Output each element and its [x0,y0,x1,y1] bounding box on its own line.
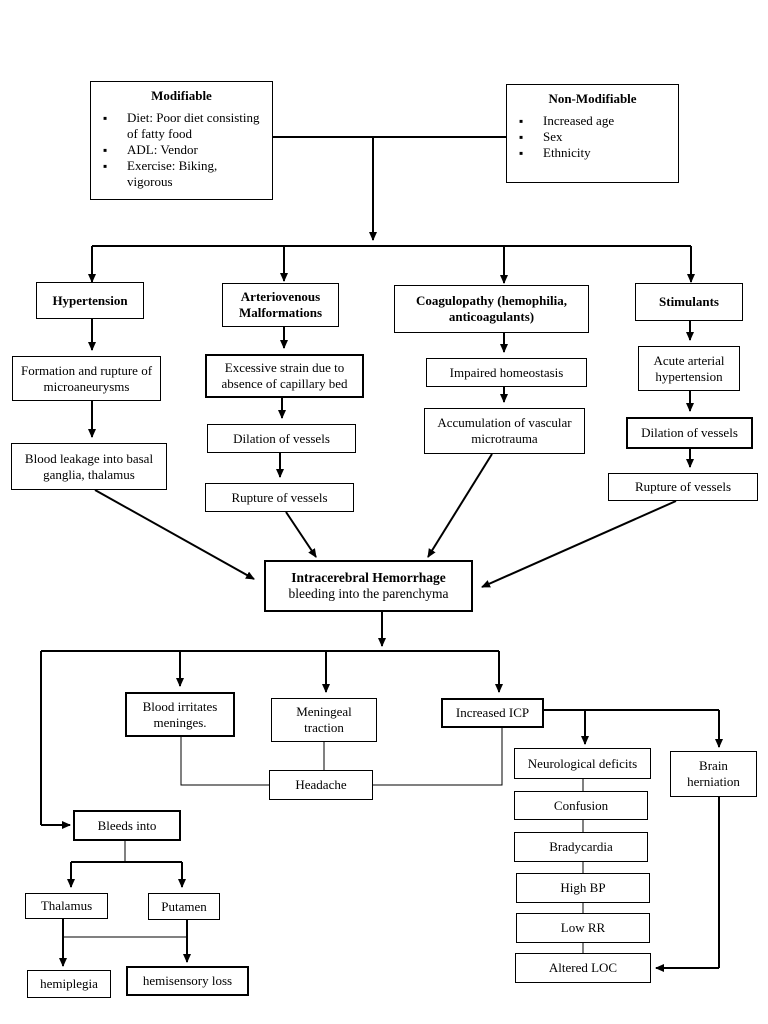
putamen-box: Putamen [148,893,220,920]
modifiable-list: Diet: Poor diet consisting of fatty food… [101,110,262,190]
blood-leakage-box: Blood leakage into basal ganglia, thalam… [11,443,167,490]
avm-box: Arteriovenous Malformations [222,283,339,327]
list-item: Increased age [517,113,668,129]
non-modifiable-list: Increased age Sex Ethnicity [517,113,668,161]
ich-box: Intracerebral Hemorrhage bleeding into t… [264,560,473,612]
microtrauma-box: Accumulation of vascular microtrauma [424,408,585,454]
modifiable-title: Modifiable [151,88,212,103]
non-modifiable-risk-box: Non-Modifiable Increased age Sex Ethnici… [506,84,679,183]
bradycardia-box: Bradycardia [514,832,648,862]
stimulants-box: Stimulants [635,283,743,321]
modifiable-risk-box: Modifiable Diet: Poor diet consisting of… [90,81,273,200]
avm-dilation-box: Dilation of vessels [207,424,356,453]
confusion-box: Confusion [514,791,648,820]
microaneurysm-box: Formation and rupture of microaneurysms [12,356,161,401]
blood-irritates-box: Blood irritates meninges. [125,692,235,737]
headache-box: Headache [269,770,373,800]
thalamus-box: Thalamus [25,893,108,919]
excessive-strain-box: Excessive strain due to absence of capil… [205,354,364,398]
stimulants-dilation-box: Dilation of vessels [626,417,753,449]
meningeal-traction-box: Meningeal traction [271,698,377,742]
list-item: ADL: Vendor [101,142,262,158]
non-modifiable-title: Non-Modifiable [548,91,637,106]
coagulopathy-box: Coagulopathy (hemophilia, anticoagulants… [394,285,589,333]
avm-rupture-box: Rupture of vessels [205,483,354,512]
hemisensory-loss-box: hemisensory loss [126,966,249,996]
increased-icp-box: Increased ICP [441,698,544,728]
impaired-homeostasis-box: Impaired homeostasis [426,358,587,387]
bleeds-into-box: Bleeds into [73,810,181,841]
list-item: Exercise: Biking, vigorous [101,158,262,190]
list-item: Diet: Poor diet consisting of fatty food [101,110,262,142]
brain-herniation-box: Brain herniation [670,751,757,797]
ich-title: Intracerebral Hemorrhage [291,570,446,585]
neurological-deficits-box: Neurological deficits [514,748,651,779]
low-rr-box: Low RR [516,913,650,943]
acute-hypertension-box: Acute arterial hypertension [638,346,740,391]
ich-subtitle: bleeding into the parenchyma [288,586,449,601]
list-item: Sex [517,129,668,145]
hypertension-box: Hypertension [36,282,144,319]
hemiplegia-box: hemiplegia [27,970,111,998]
stimulants-rupture-box: Rupture of vessels [608,473,758,501]
list-item: Ethnicity [517,145,668,161]
high-bp-box: High BP [516,873,650,903]
altered-loc-box: Altered LOC [515,953,651,983]
